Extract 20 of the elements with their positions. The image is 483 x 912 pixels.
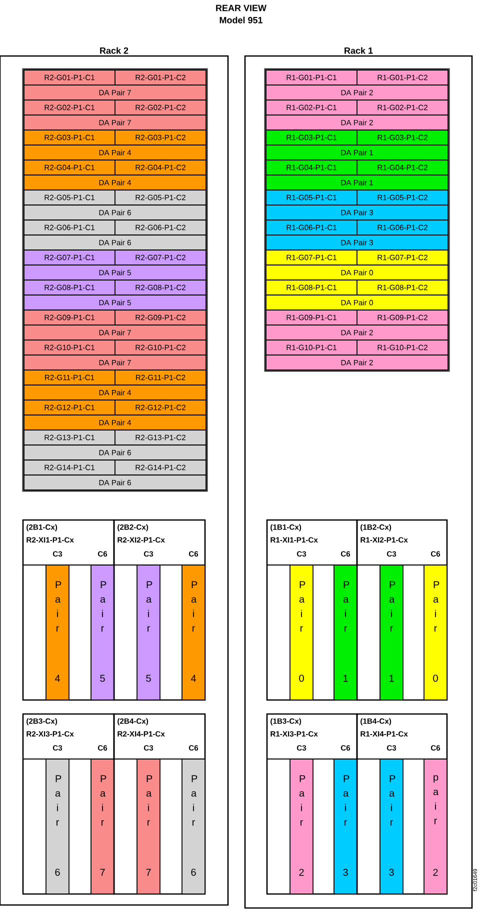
pair-strip: P a i r 5 bbox=[136, 564, 160, 700]
pair-strip: P a i r 1 bbox=[380, 564, 404, 700]
pair-strip: P a i r 3 bbox=[334, 758, 358, 894]
pair-strip: P a i r 6 bbox=[46, 758, 70, 894]
label: Model 951 bbox=[220, 16, 262, 24]
pair-strip: P a i r 4 bbox=[182, 564, 206, 700]
pair-strip: P a i r 4 bbox=[46, 564, 70, 700]
pair-strip: P a i r 6 bbox=[182, 758, 206, 894]
pair-strip: P a i r 1 bbox=[334, 564, 358, 700]
pair-strip: P a i r 2 bbox=[290, 758, 314, 894]
pair-strip: P a i r 7 bbox=[136, 758, 160, 894]
pair-strip: p a i r 2 bbox=[424, 758, 448, 894]
pair-strip: P a i r 0 bbox=[424, 564, 448, 700]
node-label: Rack 1 bbox=[344, 47, 373, 54]
pair-strip: P a i r 3 bbox=[380, 758, 404, 894]
pair-strip: P a i r 0 bbox=[290, 564, 314, 700]
pair-strip: P a i r 7 bbox=[90, 758, 114, 894]
node-label: Rack 2 bbox=[100, 47, 128, 54]
pair-strip: P a i r 5 bbox=[90, 564, 114, 700]
diagram-title: REAR VIEW bbox=[216, 4, 266, 12]
